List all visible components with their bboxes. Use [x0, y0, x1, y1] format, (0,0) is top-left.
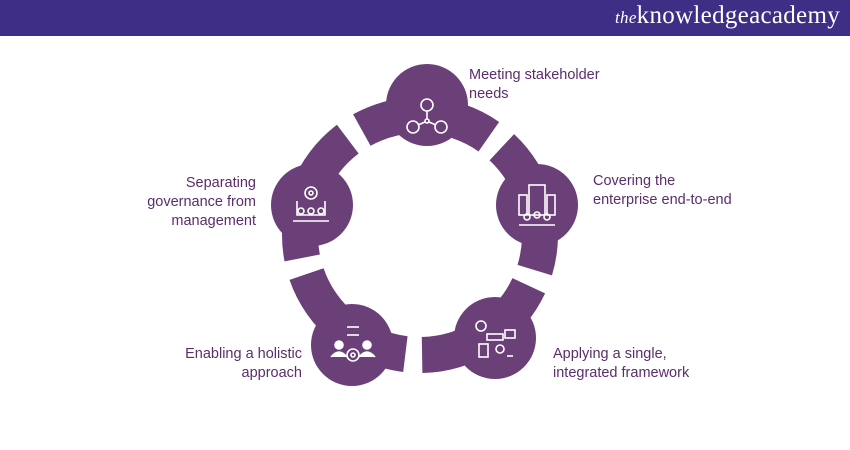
integrated-framework-icon [475, 320, 516, 358]
governance-gear-icon [293, 186, 329, 222]
step-circle [311, 304, 393, 386]
step-label-3: Applying a single,integrated framework [553, 346, 690, 381]
header-bar: theknowledgeacademy [0, 0, 850, 36]
team-gear-icon [330, 326, 376, 362]
step-circle [386, 64, 468, 146]
people-network-icon [406, 98, 448, 134]
step-circle [454, 297, 536, 379]
step-circle [496, 164, 578, 246]
step-circle [271, 164, 353, 246]
enterprise-building-icon [518, 184, 556, 226]
logo: theknowledgeacademy [615, 2, 840, 29]
